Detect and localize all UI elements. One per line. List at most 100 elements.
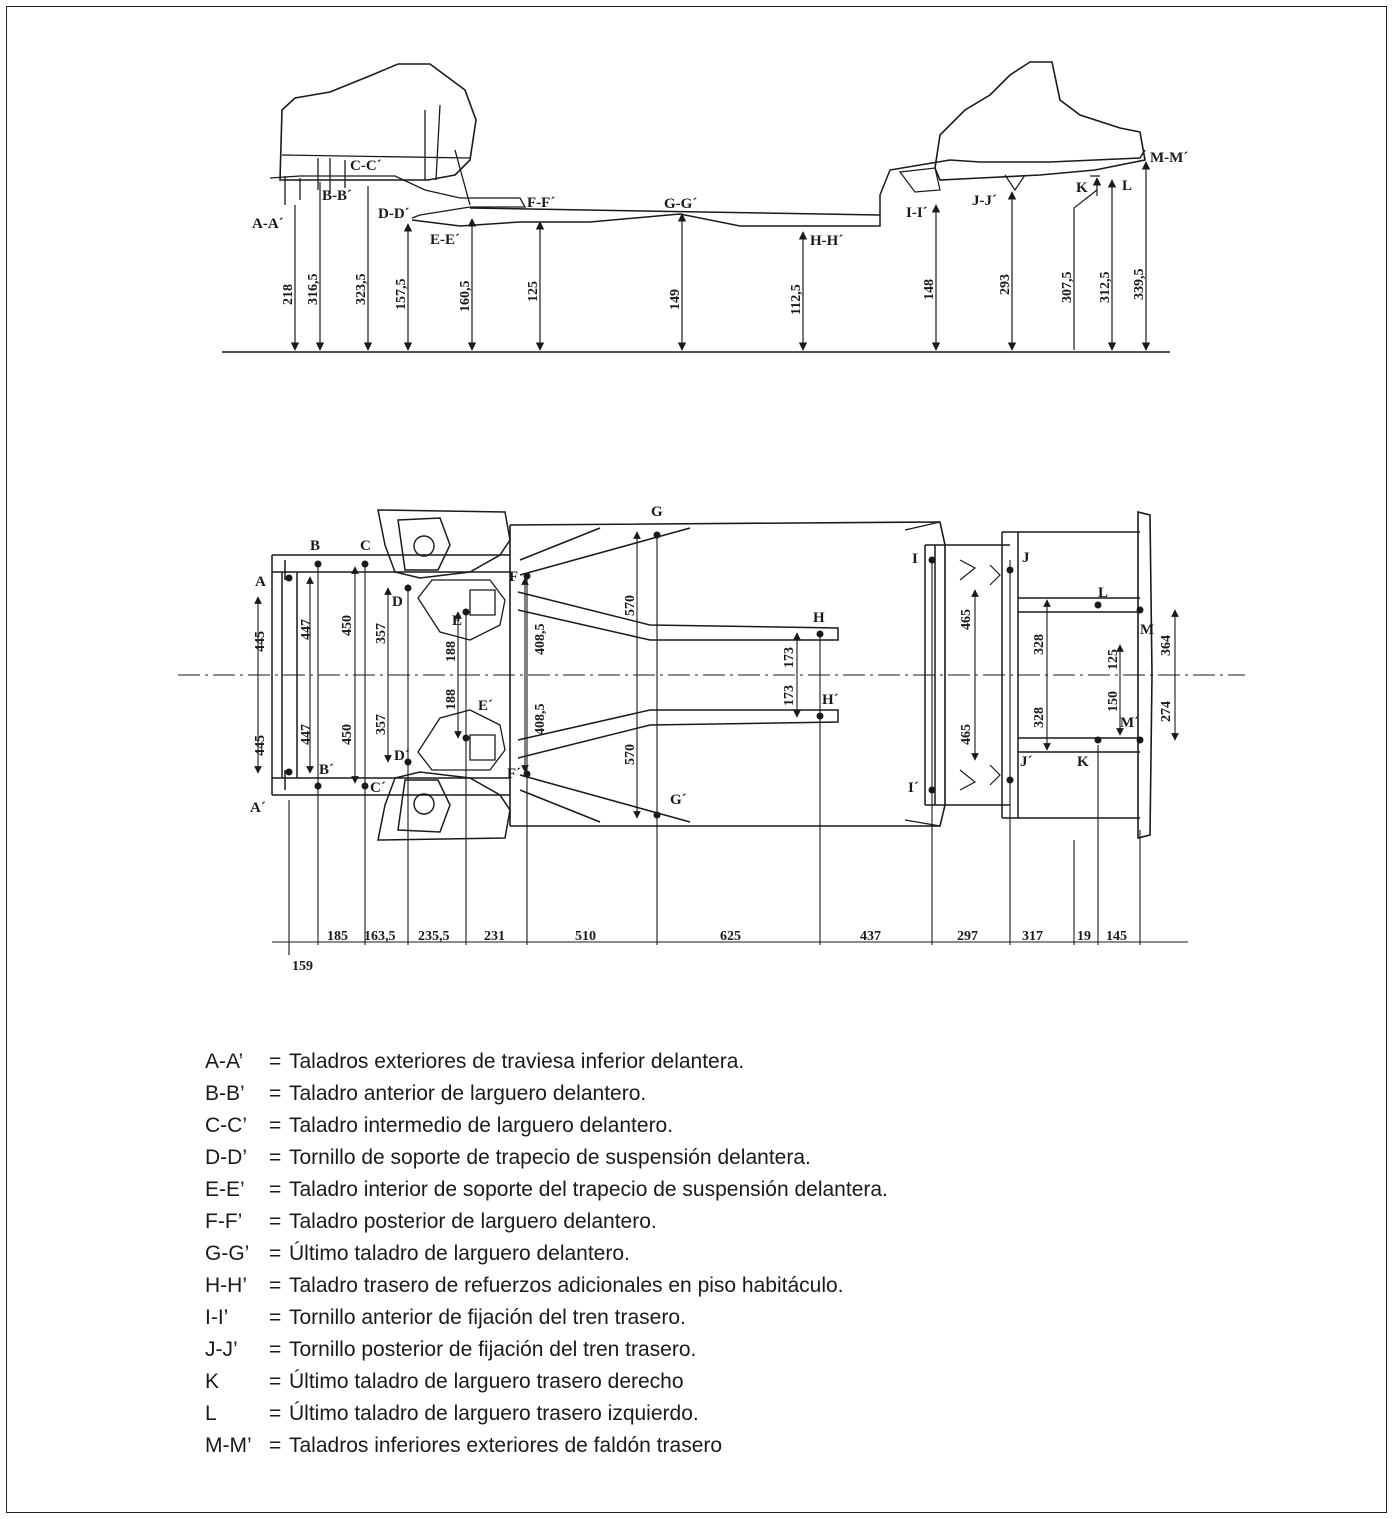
side-front-body: [279, 63, 477, 181]
top-label-h: H: [813, 610, 825, 626]
top-width-cc-lower: 450: [340, 724, 355, 745]
side-label-aa: A-A´: [252, 216, 284, 232]
legend-text: Tornillo anterior de fijación del tren t…: [289, 1306, 686, 1329]
top-label-f: F: [509, 569, 518, 585]
top-width-ff-upper: 408,5: [533, 624, 548, 656]
legend-text: Taladro posterior de larguero delantero.: [289, 1210, 657, 1233]
side-rear-structure: [898, 167, 1100, 193]
side-label-gg: G-G´: [664, 196, 697, 212]
side-label-cc: C-C´: [350, 158, 382, 174]
legend-equals: =: [269, 1274, 282, 1297]
legend-text: Último taladro de larguero trasero izqui…: [289, 1402, 699, 1425]
top-length-185: 185: [327, 929, 348, 944]
chassis-diagram: A-A´ B-B´ C-C´ D-D´ E-E´ F-F´ G-G´ H-H´ …: [178, 61, 1245, 974]
legend-code: M-M’: [205, 1434, 252, 1457]
top-width-gg-upper: 570: [623, 595, 638, 616]
side-label-dd: D-D´: [378, 206, 410, 222]
top-width-bb-lower: 447: [299, 724, 314, 745]
top-label-k: K: [1077, 754, 1089, 770]
side-height-cc: 323,5: [354, 274, 369, 306]
side-label-ii: I-I´: [906, 205, 928, 221]
side-height-k: 307,5: [1060, 272, 1075, 304]
top-length-dims: [272, 535, 1188, 955]
top-width-ee-upper: 188: [444, 641, 459, 662]
side-height-mm: 339,5: [1132, 269, 1147, 301]
side-label-hh: H-H´: [810, 233, 843, 249]
top-front-wheelarch-lower: [377, 771, 511, 841]
legend-code: B-B’: [205, 1082, 245, 1105]
top-label-b-prime: B´: [319, 762, 334, 778]
legend-equals: =: [269, 1146, 282, 1169]
top-width-ii-lower: 465: [959, 724, 974, 745]
side-height-ee: 160,5: [458, 281, 473, 313]
top-width-gg-lower: 570: [623, 744, 638, 765]
side-height-dd: 157,5: [394, 279, 409, 311]
top-label-c: C: [360, 538, 371, 554]
legend-row-cc: C-C’=Taladro intermedio de larguero dela…: [205, 1110, 1205, 1142]
side-rear-body: [934, 61, 1146, 181]
top-label-c-prime: C´: [370, 780, 386, 796]
legend-text: Taladros inferiores exteriores de faldón…: [289, 1434, 723, 1457]
top-length-145: 145: [1106, 929, 1127, 944]
top-rear-clips: [959, 559, 1001, 791]
top-length-437: 437: [860, 929, 881, 944]
side-label-bb: B-B´: [322, 188, 352, 204]
legend-equals: =: [269, 1178, 282, 1201]
legend-text: Taladros exteriores de traviesa inferior…: [289, 1050, 745, 1073]
top-cabin-diagonals: [904, 521, 941, 827]
top-width-ee-lower: 188: [444, 689, 459, 710]
top-width-ff-lower: 408,5: [533, 704, 548, 736]
top-length-235-5: 235,5: [418, 929, 450, 944]
top-label-f-prime: F´: [507, 766, 521, 782]
side-height-hh: 112,5: [789, 284, 804, 315]
top-point-markers: [285, 531, 1144, 819]
side-view: A-A´ B-B´ C-C´ D-D´ E-E´ F-F´ G-G´ H-H´ …: [222, 61, 1188, 353]
legend-row-k: K=Último taladro de larguero trasero der…: [205, 1366, 1205, 1398]
top-label-i: I: [912, 551, 918, 567]
legend-text: Tornillo posterior de fijación del tren …: [289, 1338, 697, 1361]
legend-equals: =: [269, 1050, 282, 1073]
legend-code: J-J’: [205, 1338, 238, 1361]
side-label-ee: E-E´: [430, 232, 460, 248]
side-height-ii: 148: [922, 279, 937, 300]
top-length-297: 297: [957, 929, 978, 944]
side-height-dims: [290, 161, 1151, 351]
top-label-j-prime: J´: [1020, 754, 1033, 770]
legend-text: Taladro interior de soporte del trapecio…: [289, 1178, 888, 1201]
legend-code: G-G’: [205, 1242, 250, 1265]
legend-code: A-A’: [205, 1050, 244, 1073]
legend-row-ee: E-E’=Taladro interior de soporte del tra…: [205, 1174, 1205, 1206]
side-front-structure: [269, 104, 527, 219]
top-label-g: G: [651, 504, 663, 520]
top-width-bb-upper: 447: [299, 619, 314, 640]
legend-equals: =: [269, 1210, 282, 1233]
legend: A-A’ = Taladros exteriores de traviesa inf…: [205, 1046, 1205, 1462]
top-width-ii-upper: 465: [959, 609, 974, 630]
legend-text: Último taladro de larguero delantero.: [289, 1242, 630, 1265]
legend-text: Último taladro de larguero trasero derec…: [289, 1370, 684, 1393]
top-label-m: M: [1140, 622, 1154, 638]
top-label-h-prime: H´: [822, 692, 839, 708]
top-front-wheelarch-upper: [377, 509, 511, 579]
legend-row-ii: I-I’=Tornillo anterior de fijación del t…: [205, 1302, 1205, 1334]
top-width-cc-upper: 450: [340, 615, 355, 636]
top-width-hh-lower: 173: [782, 685, 797, 706]
top-label-a-prime: A´: [250, 800, 266, 816]
top-width-k: 150: [1106, 691, 1121, 712]
legend-equals: =: [269, 1434, 282, 1457]
legend-text: Taladro intermedio de larguero delantero…: [289, 1114, 674, 1137]
top-length-231: 231: [484, 929, 505, 944]
top-cabin-floor: [509, 521, 946, 827]
top-length-510: 510: [575, 929, 596, 944]
legend-code: L: [205, 1402, 217, 1425]
top-label-e-prime: E´: [478, 698, 493, 714]
top-front-wheel-hub-upper: [413, 535, 435, 557]
side-height-aa: 218: [281, 284, 296, 305]
legend-code: K: [205, 1370, 220, 1393]
side-label-ff: F-F´: [527, 195, 555, 211]
side-label-jj: J-J´: [972, 193, 997, 209]
top-width-m-prime: 274: [1159, 701, 1174, 722]
top-length-625: 625: [720, 929, 741, 944]
legend-equals: =: [269, 1402, 282, 1425]
legend-row-ff: F-F’=Taladro posterior de larguero delan…: [205, 1206, 1205, 1238]
